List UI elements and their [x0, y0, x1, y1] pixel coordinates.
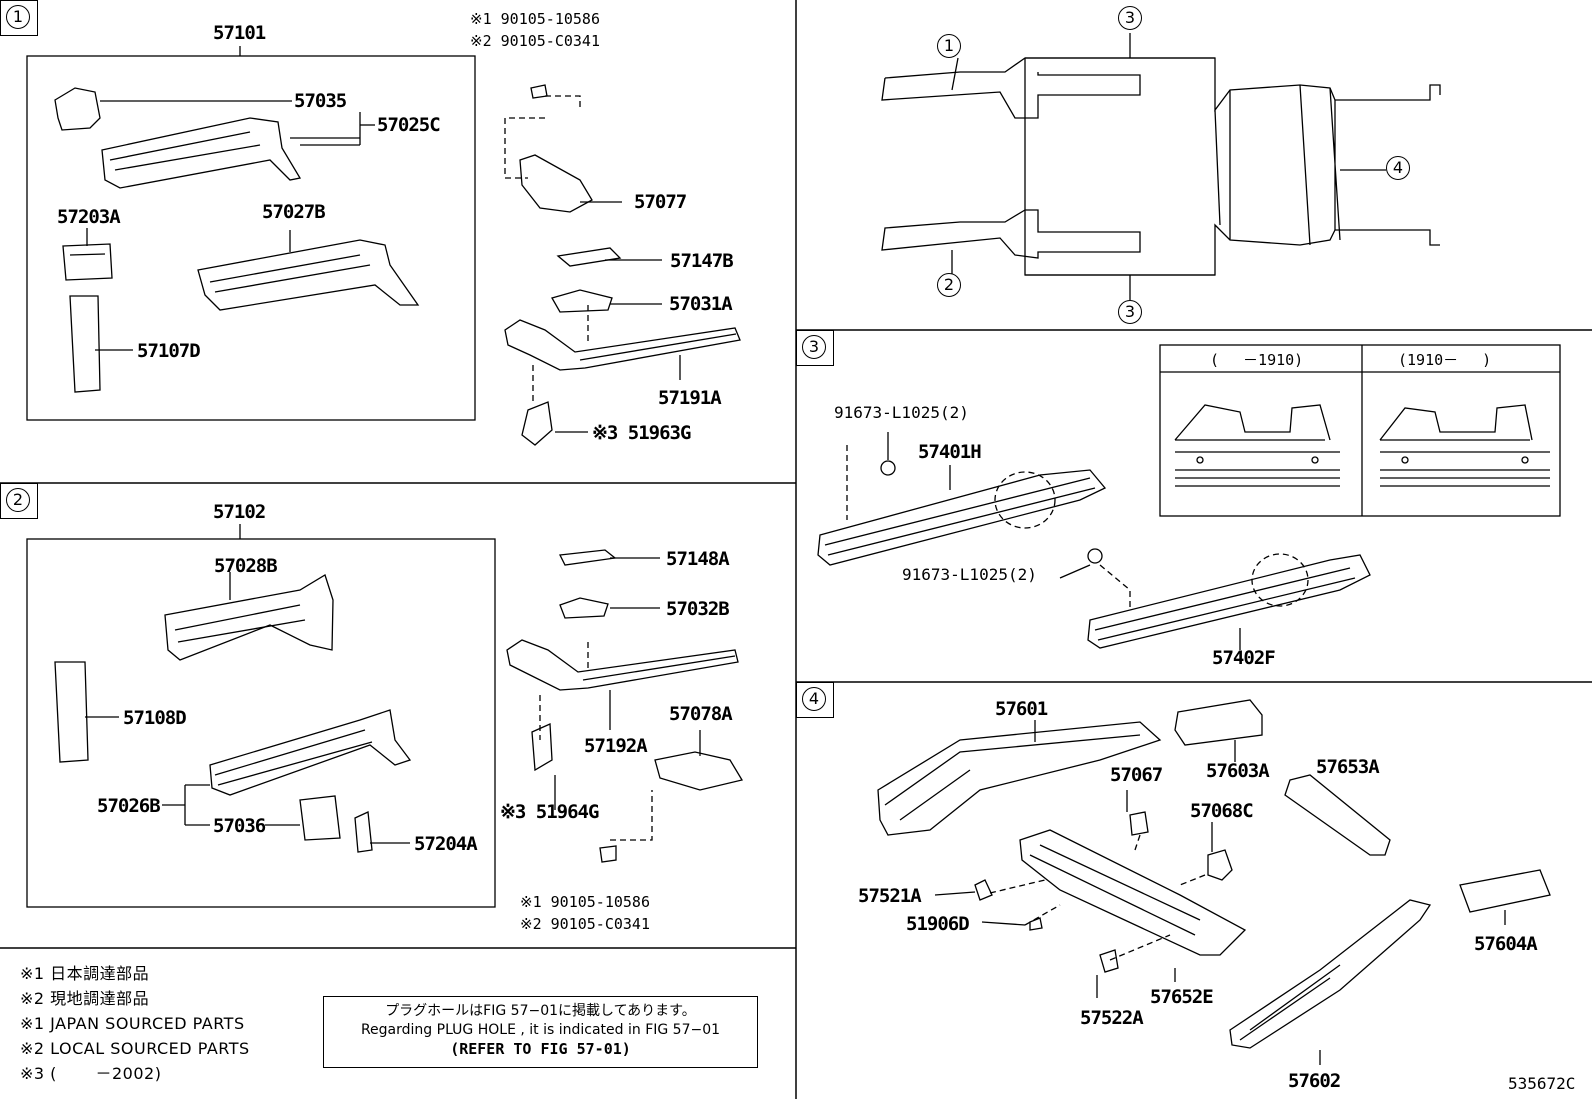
part-label-57601[interactable]: 57601: [995, 698, 1048, 720]
fastener-note-1: ※1 90105-10586: [470, 10, 600, 28]
section-marker-4: 4: [796, 682, 834, 718]
part-label-51963g[interactable]: ※3 51963G: [592, 422, 691, 444]
plug-hole-reference-box: プラグホールはFIG 57−01に掲載してあります。 Regarding PLU…: [323, 996, 758, 1068]
part-label-57102[interactable]: 57102: [213, 501, 266, 523]
overview-callout-1[interactable]: 1: [937, 34, 961, 58]
overview-callout-3-top[interactable]: 3: [1118, 6, 1142, 30]
part-label-57147b[interactable]: 57147B: [670, 250, 734, 272]
overview-callout-2[interactable]: 2: [937, 273, 961, 297]
part-label-57402f[interactable]: 57402F: [1212, 647, 1276, 669]
figure-id: 535672C: [1508, 1074, 1576, 1093]
assembly-box-57102: [26, 538, 496, 908]
fastener-note-1-bottom: ※1 90105-10586: [520, 893, 650, 911]
part-label-57036[interactable]: 57036: [213, 815, 266, 837]
part-label-57203a[interactable]: 57203A: [57, 206, 121, 228]
legend-line-1: ※1 日本調達部品: [20, 964, 150, 983]
fastener-note-2-bottom: ※2 90105-C0341: [520, 915, 650, 933]
bolt-label-bottom[interactable]: 91673-L1025(2): [902, 565, 1037, 584]
assembly-box-57101: [26, 55, 476, 421]
legend-line-5: ※3 ( －2002): [20, 1064, 162, 1083]
part-label-57522a[interactable]: 57522A: [1080, 1007, 1144, 1029]
part-label-57107d[interactable]: 57107D: [137, 340, 201, 362]
section-marker-1: 1: [0, 0, 38, 36]
reference-jp: プラグホールはFIG 57−01に掲載してあります。: [385, 1003, 696, 1019]
section3-artwork: [817, 344, 1561, 650]
overview-platform: [881, 33, 1441, 300]
part-label-57652e[interactable]: 57652E: [1150, 986, 1214, 1008]
part-label-57521a[interactable]: 57521A: [858, 885, 922, 907]
part-label-57078a[interactable]: 57078A: [669, 703, 733, 725]
part-label-57148a[interactable]: 57148A: [666, 548, 730, 570]
part-label-57603a[interactable]: 57603A: [1206, 760, 1270, 782]
bolt-label-top[interactable]: 91673-L1025(2): [834, 403, 969, 422]
part-label-57025c[interactable]: 57025C: [377, 114, 441, 136]
fastener-note-2: ※2 90105-C0341: [470, 32, 600, 50]
part-label-57035[interactable]: 57035: [294, 90, 347, 112]
part-label-51906d[interactable]: 51906D: [906, 913, 970, 935]
reference-en: Regarding PLUG HOLE , it is indicated in…: [360, 1022, 721, 1038]
part-label-57204a[interactable]: 57204A: [414, 833, 478, 855]
overview-callout-3-bottom[interactable]: 3: [1118, 300, 1142, 324]
legend-line-4: ※2 LOCAL SOURCED PARTS: [20, 1039, 250, 1058]
part-label-57653a[interactable]: 57653A: [1316, 756, 1380, 778]
part-label-57602[interactable]: 57602: [1288, 1070, 1341, 1092]
part-label-57101[interactable]: 57101: [213, 22, 266, 44]
part-label-57077[interactable]: 57077: [634, 191, 687, 213]
legend-line-2: ※2 現地調達部品: [20, 989, 150, 1008]
section4-artwork: [877, 699, 1551, 1065]
part-label-57026b[interactable]: 57026B: [97, 795, 161, 817]
part-label-57028b[interactable]: 57028B: [214, 555, 278, 577]
part-label-57031a[interactable]: 57031A: [669, 293, 733, 315]
part-label-57067[interactable]: 57067: [1110, 764, 1163, 786]
variant-column-after-1910: (1910－ ): [1398, 351, 1492, 369]
part-label-57108d[interactable]: 57108D: [123, 707, 187, 729]
part-label-57068c[interactable]: 57068C: [1190, 800, 1254, 822]
part-sketches-section1: [54, 84, 741, 446]
part-label-57027b[interactable]: 57027B: [262, 201, 326, 223]
part-label-51964g[interactable]: ※3 51964G: [500, 801, 599, 823]
leaders-section1: [86, 46, 681, 433]
variant-column-before-1910: ( －1910): [1210, 351, 1304, 369]
part-label-57192a[interactable]: 57192A: [584, 735, 648, 757]
leaders-section2: [85, 524, 701, 844]
part-label-57401h[interactable]: 57401H: [918, 441, 982, 463]
section-marker-2: 2: [0, 483, 38, 519]
part-label-57604a[interactable]: 57604A: [1474, 933, 1538, 955]
part-label-57032b[interactable]: 57032B: [666, 598, 730, 620]
overview-callout-4[interactable]: 4: [1386, 156, 1410, 180]
reference-link[interactable]: (REFER TO FIG 57-01): [450, 1040, 631, 1058]
section-marker-3: 3: [796, 330, 834, 366]
legend-line-3: ※1 JAPAN SOURCED PARTS: [20, 1014, 245, 1033]
part-label-57191a[interactable]: 57191A: [658, 387, 722, 409]
part-sketches-section2: [54, 549, 744, 863]
